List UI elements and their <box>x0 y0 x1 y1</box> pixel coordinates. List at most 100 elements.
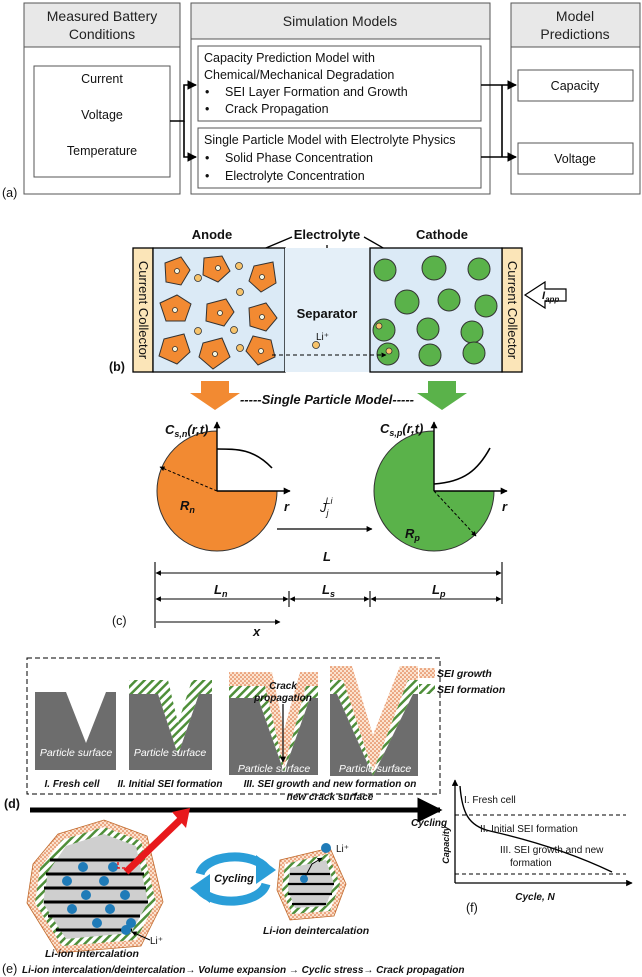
stage3-label-line2: new crack surface <box>287 792 374 803</box>
predictions-title-line1: Model <box>556 8 594 24</box>
measured-item-temperature: Temperature <box>67 144 137 158</box>
rn-label: Rn <box>180 498 195 515</box>
Ls-label: Ls <box>322 582 335 599</box>
anode-concentration-curve <box>216 448 273 469</box>
electrolyte-label: Electrolyte <box>294 227 360 242</box>
separator-region <box>285 248 370 372</box>
cathode-sphere <box>373 430 495 552</box>
panel-a-label: (a) <box>2 186 17 200</box>
model2-bullet1: Solid Phase Concentration <box>225 151 373 165</box>
deintercalation-label: Li-ion deintercalation <box>263 925 369 937</box>
stage3a-surface: Particle surface <box>238 763 311 775</box>
anode-r-label: r <box>284 499 290 514</box>
model1-bullet2-dot: • <box>205 102 209 116</box>
anode-collector-label: Current Collector <box>136 261 151 360</box>
f-stage3-line2: formation <box>510 858 552 869</box>
panel-b-label: (b) <box>109 360 125 374</box>
measured-header <box>23 2 181 48</box>
stage3a-particle <box>229 698 318 775</box>
Ln-label: Ln <box>214 582 228 599</box>
mechanism-chain: Li-ion intercalation/deintercalation→ Vo… <box>22 965 465 976</box>
stage3b-particle <box>330 694 418 776</box>
f-stage3-line1: III. SEI growth and new <box>500 845 604 856</box>
intercalation-li-label: Li⁺ <box>150 936 163 947</box>
model2-title: Single Particle Model with Electrolyte P… <box>204 133 456 147</box>
stage2-surface: Particle surface <box>134 747 207 759</box>
sei-formation-swatch <box>419 684 435 694</box>
csn-label: Cs,n(r,t) <box>165 422 208 439</box>
panel-d-label: (d) <box>4 797 20 811</box>
measured-item-voltage: Voltage <box>81 108 123 122</box>
deintercalation-li-ion-1 <box>300 875 308 883</box>
intercalation-li-free <box>121 925 131 935</box>
cathode-label: Cathode <box>416 227 468 242</box>
model1-bullet1-dot: • <box>205 85 209 99</box>
deintercalation-li-label: Li⁺ <box>336 844 349 855</box>
stage3b-surface: Particle surface <box>339 763 412 775</box>
crack-red-arrow <box>123 817 183 875</box>
cycling-ring-bottom-head <box>190 874 210 903</box>
measured-title-line2: Conditions <box>69 26 135 42</box>
panel-c-label: (c) <box>112 614 127 628</box>
cathode-collector-label: Current Collector <box>505 261 520 360</box>
anode-sphere <box>156 430 278 552</box>
voltage-box <box>517 142 634 175</box>
stage1-label: I. Fresh cell <box>44 779 99 790</box>
li-ion-label: Li⁺ <box>316 332 329 343</box>
stage1-particle <box>35 692 116 770</box>
anode-label: Anode <box>192 227 232 242</box>
intercalation-layers <box>44 858 148 932</box>
measured-inner-box <box>33 65 171 178</box>
model1-line2: Chemical/Mechanical Degradation <box>204 68 394 82</box>
model2-bullet2-dot: • <box>205 169 209 183</box>
flux-label: JjLi <box>319 496 334 518</box>
stage3b-orange <box>330 666 418 772</box>
prediction-voltage: Voltage <box>554 152 596 166</box>
deintercalation-li-ion-2 <box>321 843 331 853</box>
predictions-title-line2: Predictions <box>540 26 609 42</box>
crack-label-2: propagation <box>253 693 312 704</box>
stage3a-orange <box>229 672 318 768</box>
separator-label: Separator <box>297 306 358 321</box>
spm-title: -----Single Particle Model----- <box>240 392 414 407</box>
stage3b-sei <box>330 680 418 776</box>
panel-e: Li⁺ Li-ion intercalation Cycling Li⁺ Li-… <box>2 808 465 976</box>
deintercalation-layers <box>288 872 334 906</box>
panel-f-label: (f) <box>466 901 478 915</box>
cathode-radius <box>433 490 477 537</box>
model1-line1: Capacity Prediction Model with <box>204 51 375 65</box>
li-ion-separator <box>312 341 320 349</box>
simulation-header <box>190 2 491 40</box>
panel-b: Anode Electrolyte Cathode Current Collec… <box>109 227 567 410</box>
cycling-label: Cycling <box>214 873 254 885</box>
sei-formation-label: SEI formation <box>437 684 505 696</box>
measured-item-current: Current <box>81 72 123 86</box>
panel-a-connectors <box>170 80 517 162</box>
panel-e-label: (e) <box>2 962 17 976</box>
stage2-particle <box>129 694 212 770</box>
iapp-label: Iapp <box>542 290 559 304</box>
f-stage2: II. Initial SEI formation <box>480 824 578 835</box>
simulation-title: Simulation Models <box>283 13 397 29</box>
stage2-sei <box>129 680 212 755</box>
iapp-arrow <box>523 280 567 310</box>
model2-box <box>197 127 482 189</box>
capacity-box <box>517 69 634 102</box>
panel-c: Cs,n(r,t) Rn r Cs,p(r,t) Rp r JjLi L Ln … <box>112 421 508 639</box>
stage1-surface: Particle surface <box>40 747 113 759</box>
f-ylabel: Capacity <box>441 825 451 864</box>
sei-growth-label: SEI growth <box>437 668 492 680</box>
f-xlabel: Cycle, N <box>515 892 555 903</box>
anode-particle-dots <box>172 265 265 357</box>
f-stage1: I. Fresh cell <box>464 795 516 806</box>
stage2-label: II. Initial SEI formation <box>117 779 222 790</box>
anode-radius <box>159 466 218 492</box>
cycling-ring-top-head <box>256 855 276 884</box>
prediction-capacity: Capacity <box>551 79 600 93</box>
sei-growth-swatch <box>419 668 435 678</box>
cycling-progress-label: Cycling <box>411 818 447 829</box>
panel-d: Particle surface I. Fresh cell Particle … <box>4 657 505 829</box>
L-label: L <box>323 549 331 564</box>
model1-box <box>197 45 482 122</box>
